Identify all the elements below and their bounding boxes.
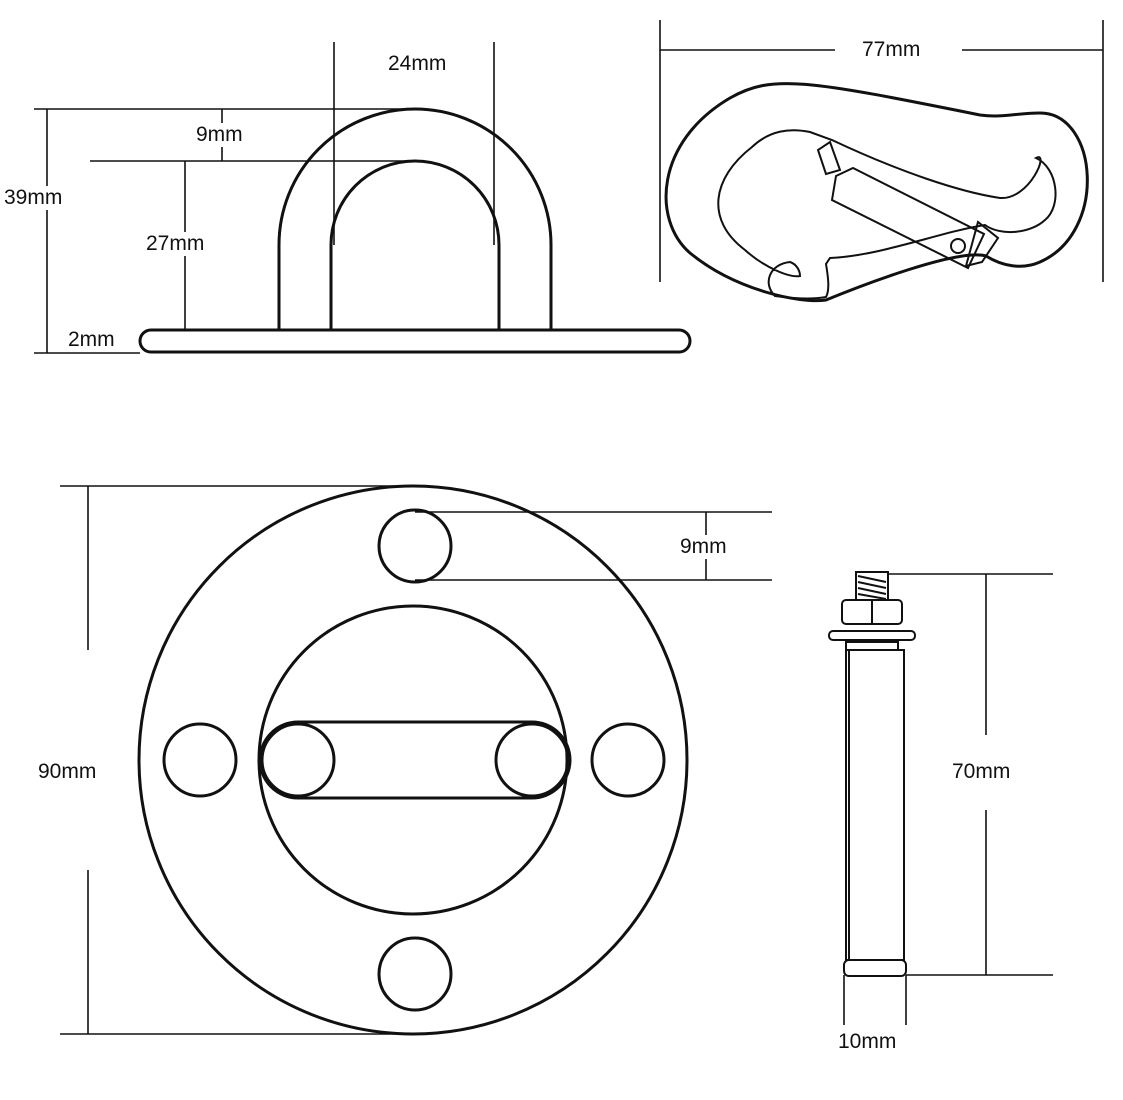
bolt-washer: [828, 630, 916, 641]
dimension-label-70mm: 70mm: [952, 760, 1011, 784]
bolt-dimension-lines: [843, 573, 1053, 1025]
dimension-label-39mm: 39mm: [4, 186, 63, 210]
hook-slot: [258, 720, 572, 800]
dimension-label-10mm: 10mm: [838, 1030, 897, 1054]
dimension-label-9mm-hole: 9mm: [680, 535, 727, 559]
hook-foot-left: [260, 722, 336, 798]
hook-inner-arc: [329, 159, 501, 330]
gate-latch: [964, 220, 1000, 268]
base-plate-profile: [138, 328, 692, 354]
mounting-hole-top: [377, 508, 453, 584]
carabiner-inner: [717, 129, 1057, 300]
dimension-label-9mm-rod: 9mm: [196, 123, 243, 147]
plate-outer-circle: [137, 484, 689, 1036]
hook-outer-arc: [277, 107, 553, 330]
carabiner: [664, 82, 1089, 303]
bolt-tip: [843, 959, 907, 977]
gate-hinge: [816, 140, 842, 176]
anchor-bolt: [828, 571, 916, 977]
carabiner-gate: [830, 166, 986, 270]
dimension-label-77mm: 77mm: [862, 38, 921, 62]
gate-rivet: [950, 238, 966, 254]
hook-foot-right: [494, 722, 570, 798]
dimension-label-24mm: 24mm: [388, 52, 447, 76]
hook-dimension-lines: [34, 42, 495, 354]
dimension-label-90mm: 90mm: [38, 760, 97, 784]
mounting-hole-right: [590, 722, 666, 798]
plate-dimension-lines: [60, 485, 772, 1035]
carabiner-dimension-lines: [659, 20, 1104, 282]
carabiner-body: [664, 82, 1089, 303]
mounting-hole-left: [162, 722, 238, 798]
dimension-label-27mm: 27mm: [146, 232, 205, 256]
plate-top-view: [137, 484, 689, 1036]
mounting-hole-bottom: [377, 936, 453, 1012]
bolt-sleeve: [845, 649, 905, 961]
dimension-label-2mm: 2mm: [68, 328, 115, 352]
plate-inner-circle: [257, 604, 569, 916]
